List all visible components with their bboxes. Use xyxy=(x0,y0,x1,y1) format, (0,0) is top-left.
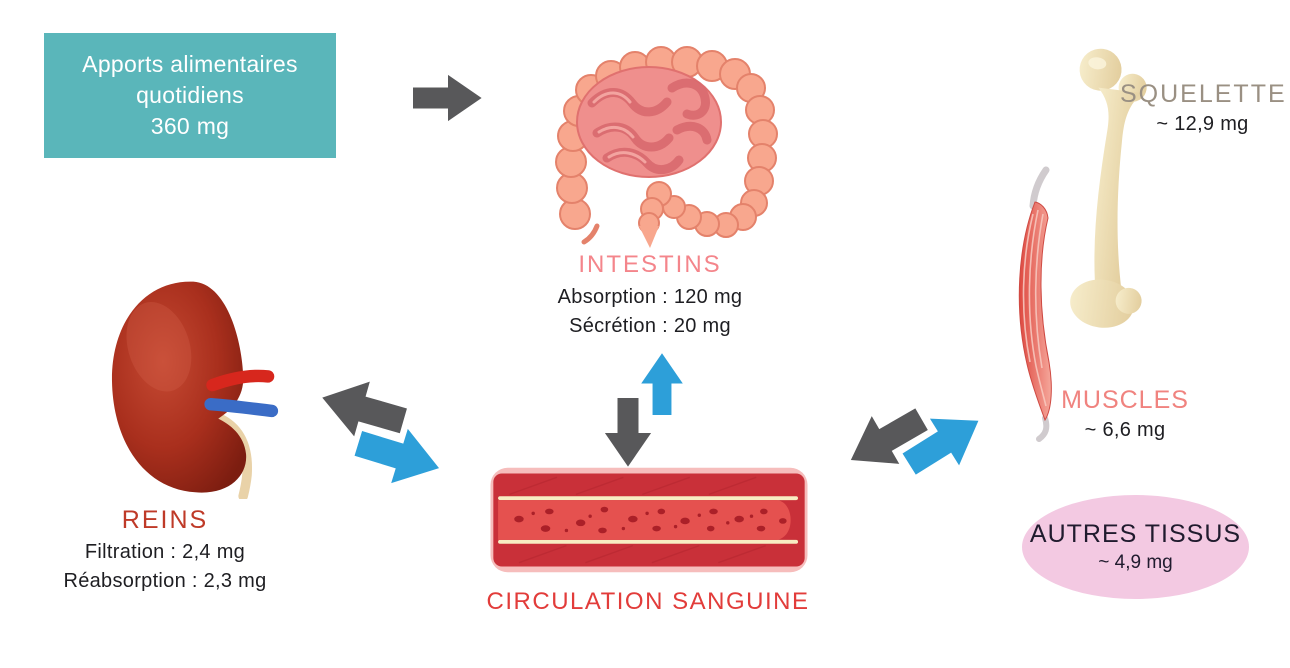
kidneys-filtration-value: Filtration : 2,4 mg xyxy=(84,541,246,563)
other-tissues-value: ~ 4,9 mg xyxy=(1098,552,1173,573)
other-tissues-title: AUTRES TISSUS xyxy=(1029,520,1242,548)
muscle-illustration xyxy=(1018,166,1052,442)
muscles-value: ~ 6,6 mg xyxy=(1084,419,1166,441)
intestines-absorption-value: Absorption : 120 mg xyxy=(557,286,743,308)
kidneys-title: REINS xyxy=(121,506,209,534)
circulation-title: CIRCULATION SANGUINE xyxy=(486,588,810,615)
intake-line-1: Apports alimentaires xyxy=(82,51,298,77)
arrow-right-up-blue-icon xyxy=(902,418,979,475)
bone-illustration xyxy=(1070,48,1147,328)
appendix-shape xyxy=(581,223,600,245)
arrow-left-down-gray-icon xyxy=(850,408,928,464)
intake-amount: 360 mg xyxy=(150,113,230,139)
tendon-bottom-shape xyxy=(1036,415,1050,442)
renal-vein-shape xyxy=(204,397,279,418)
intake-line-2: quotidiens xyxy=(136,82,244,108)
muscles-title: MUSCLES xyxy=(1061,386,1189,414)
skeleton-value: ~ 12,9 mg xyxy=(1156,113,1249,135)
arrow-left-up-gray-icon xyxy=(322,381,407,437)
intestines-illustration xyxy=(555,46,778,248)
circulation-label-block: CIRCULATION SANGUINE xyxy=(448,588,848,616)
arrow-right-gray-icon xyxy=(413,74,482,122)
daily-intake-box: Apports alimentaires quotidiens 360 mg xyxy=(44,33,336,158)
muscles-label-block: MUSCLES ~ 6,6 mg xyxy=(1050,384,1200,445)
arrow-down-gray-icon xyxy=(604,398,652,467)
intestines-title: INTESTINS xyxy=(578,251,722,278)
skeleton-label-block: SQUELETTE ~ 12,9 mg xyxy=(1120,78,1285,139)
renal-artery-shape xyxy=(206,369,275,392)
intestines-secretion-value: Sécrétion : 20 mg xyxy=(569,315,731,337)
blood-cells-shape xyxy=(514,506,787,534)
other-tissues-ellipse: AUTRES TISSUS ~ 4,9 mg xyxy=(1022,495,1249,599)
skeleton-title: SQUELETTE xyxy=(1120,80,1287,108)
kidneys-label-block: REINS Filtration : 2,4 mg Réabsorption :… xyxy=(35,504,295,596)
kidneys-reabsorption-value: Réabsorption : 2,3 mg xyxy=(63,570,267,592)
kidney-illustration xyxy=(111,281,279,499)
arrow-right-down-blue-icon xyxy=(354,428,440,484)
blood-vessel-illustration xyxy=(490,467,808,573)
ureter-shape xyxy=(213,412,252,499)
arrow-up-blue-icon xyxy=(641,353,683,415)
intestines-label-block: INTESTINS Absorption : 120 mg Sécrétion … xyxy=(520,250,780,341)
tendon-top-shape xyxy=(1029,166,1050,210)
